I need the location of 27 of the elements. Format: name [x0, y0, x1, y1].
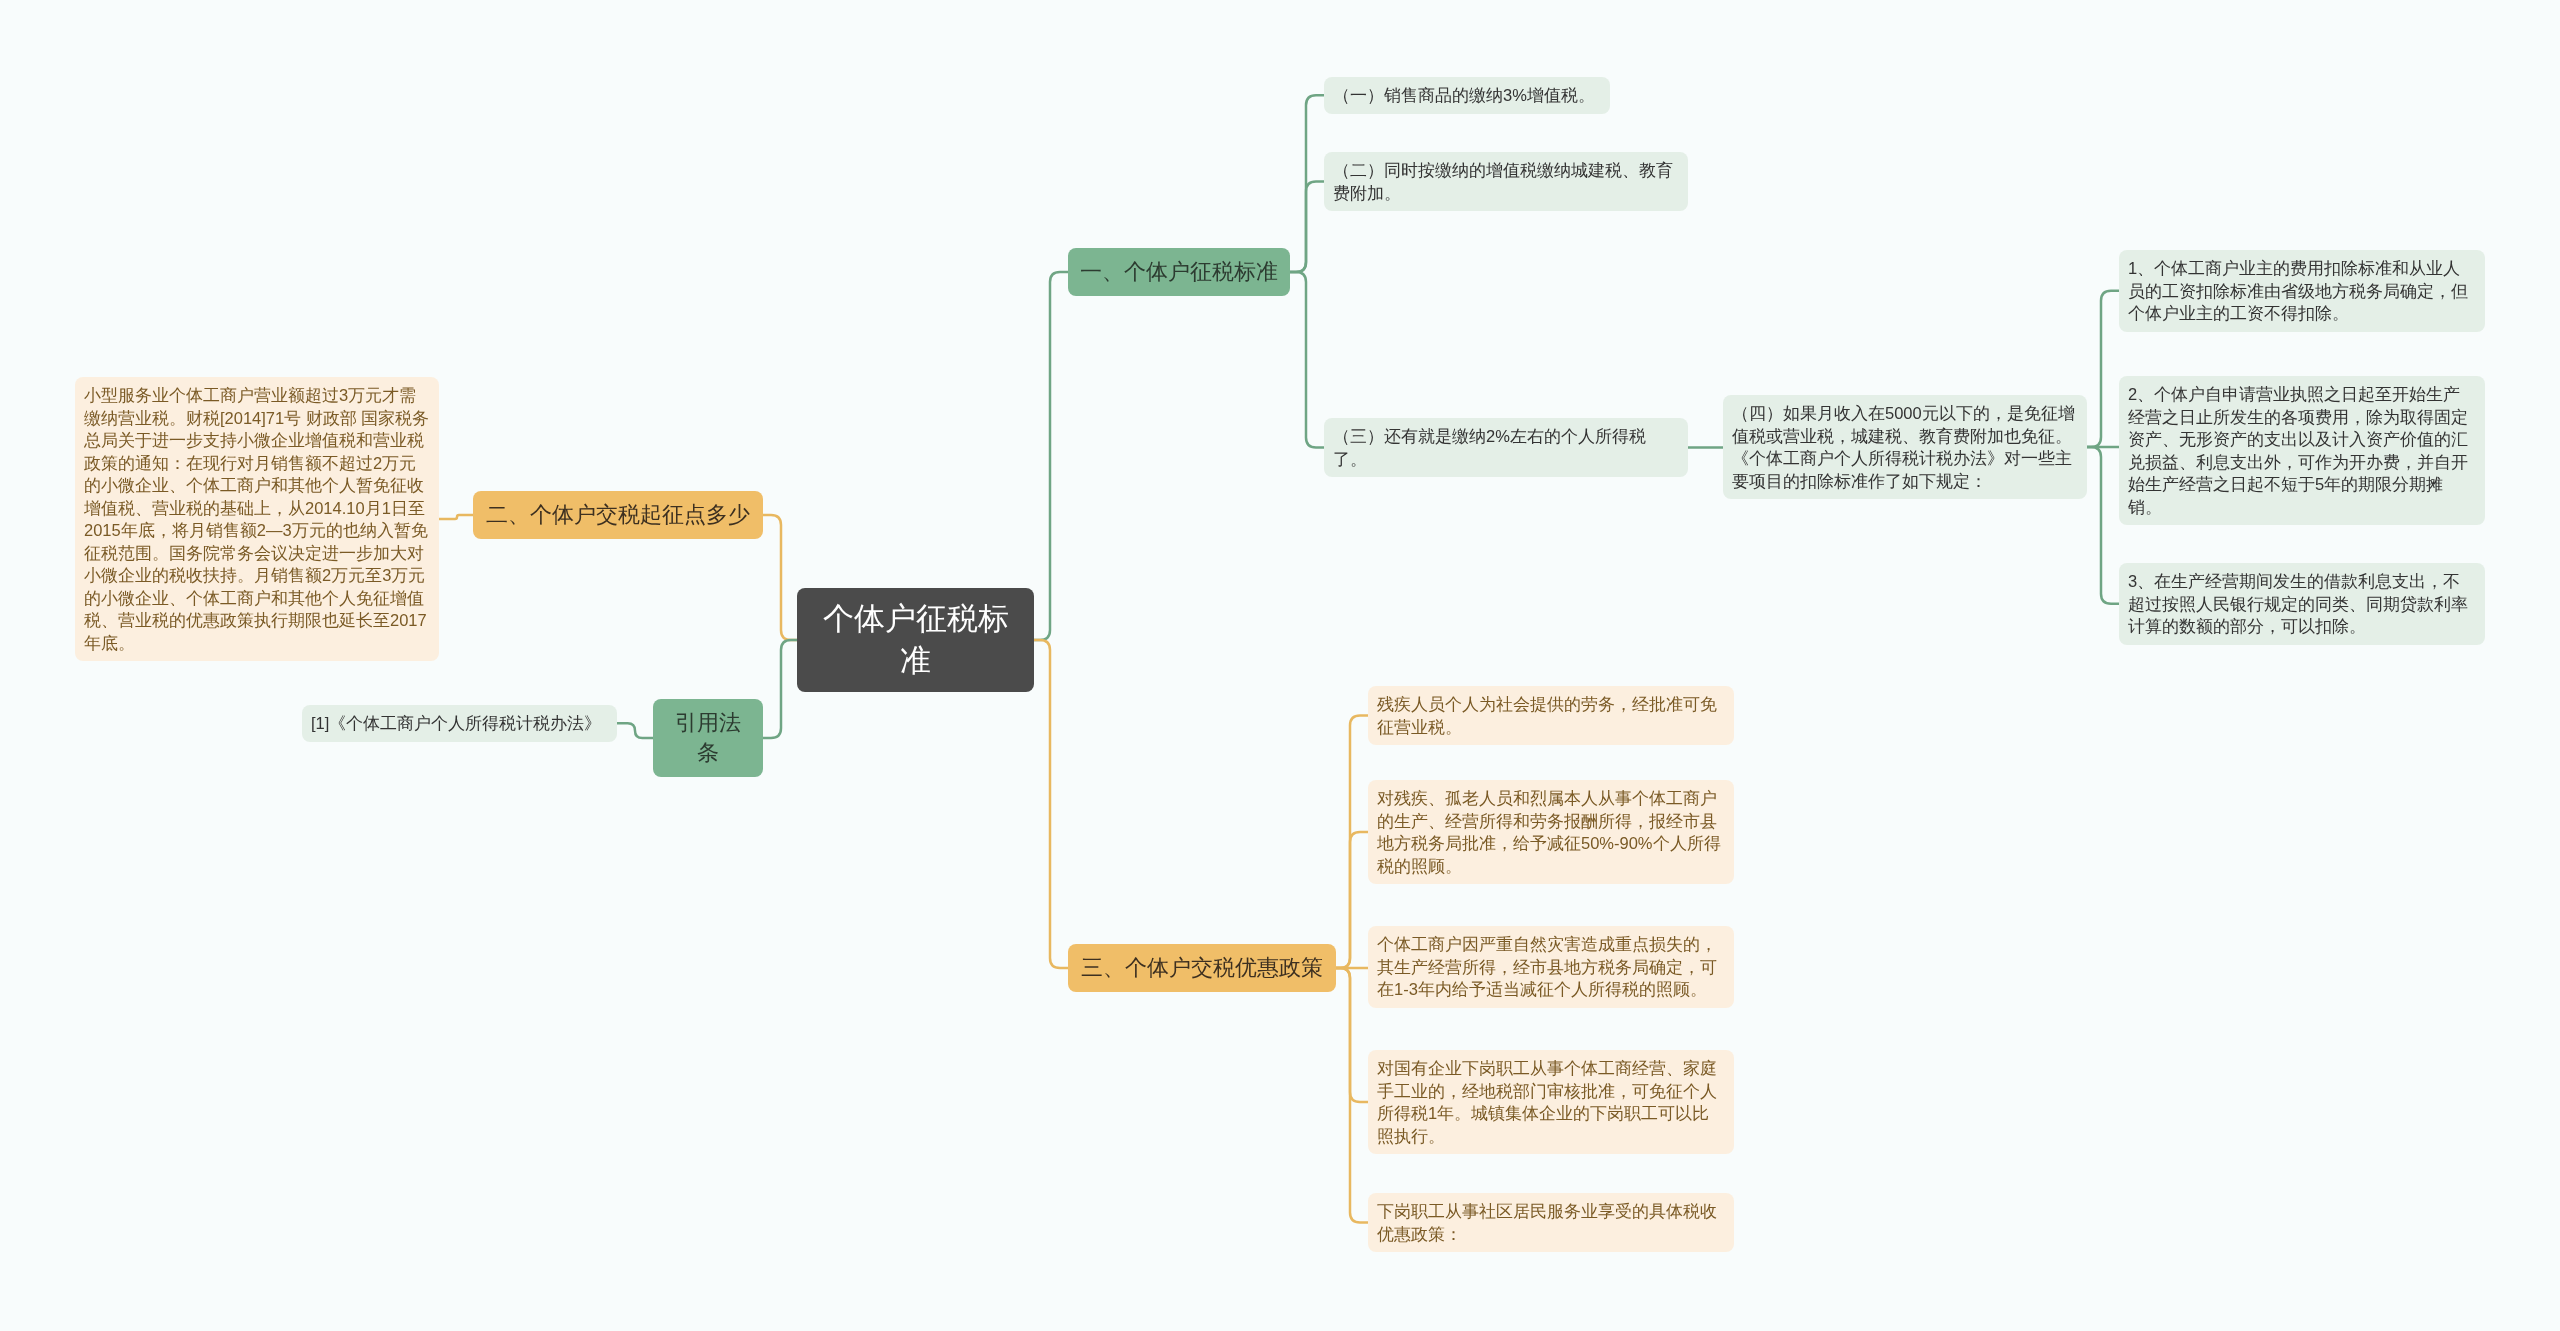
topic-box: 一、个体户征税标准	[1068, 248, 1290, 296]
central-topic-box: 个体户征税标准	[797, 588, 1034, 692]
note-box: （三）还有就是缴纳2%左右的个人所得税了。	[1324, 418, 1688, 477]
note-box: 1、个体工商户业主的费用扣除标准和从业人员的工资扣除标准由省级地方税务局确定，但个体户业主的工资不得扣除。	[2119, 250, 2485, 332]
note-box: 2、个体户自申请营业执照之日起至开始生产经营之日止所发生的各项费用，除为取得固定资产、无形资产的支出以及计入资产价值的汇兑损益、利息支出外，可作为开办费，并自开始生产经营之日起不短于5年的期限分期摊销。	[2119, 376, 2485, 525]
note-box: 对国有企业下岗职工从事个体工商经营、家庭手工业的，经地税部门审核批准，可免征个人所得税1年。城镇集体企业的下岗职工可以比照执行。	[1368, 1050, 1734, 1154]
note-box: （四）如果月收入在5000元以下的，是免征增值税或营业税，城建税、教育费附加也免征。《个体工商户个人所得税计税办法》对一些主要项目的扣除标准作了如下规定：	[1723, 395, 2087, 499]
note-box: [1]《个体工商户个人所得税计税办法》	[302, 705, 617, 742]
connector-line	[439, 513, 473, 521]
note-box: 对残疾、孤老人员和烈属本人从事个体工商户的生产、经营所得和劳务报酬所得，报经市县地方税务局批准，给予减征50%-90%个人所得税的照顾。	[1368, 780, 1734, 884]
connector-line	[1034, 638, 1068, 970]
connector-line	[1688, 446, 1723, 449]
topic-box: 二、个体户交税起征点多少	[473, 491, 763, 539]
note-box: 3、在生产经营期间发生的借款利息支出，不超过按照人民银行规定的同类、同期贷款利率计算的数额的部分，可以扣除。	[2119, 563, 2485, 645]
note-box: 残疾人员个人为社会提供的劳务，经批准可免征营业税。	[1368, 686, 1734, 745]
connector-line	[763, 638, 797, 740]
connector-line	[2087, 445, 2119, 605]
connector-line	[1336, 966, 1368, 1224]
connector-line	[617, 722, 653, 740]
topic-box: 引用法条	[653, 699, 763, 777]
note-box: 个体工商户因严重自然灾害造成重点损失的，其生产经营所得，经市县地方税务局确定，可在1-3年内给予适当减征个人所得税的照顾。	[1368, 926, 1734, 1008]
note-box: 小型服务业个体工商户营业额超过3万元才需缴纳营业税。财税[2014]71号 财政部 国家税务总局关于进一步支持小微企业增值税和营业税政策的通知：在现行对月销售额不超过2万元的小微企业、个体工商户和其他个人暂免征收增值税、营业税的基础上，从2014.10月1日至2015年底，将月销售额2—3万元的也纳入暂免征税范围。国务院常务会议决定进一步加大对小微企业的税收扶持。月销售额2万元至3万元的小微企业、个体工商户和其他个人免征增值税、营业税的优惠政策执行期限也延长至2017年底。	[75, 377, 439, 661]
note-box: （二）同时按缴纳的增值税缴纳城建税、教育费附加。	[1324, 152, 1688, 211]
topic-box: 三、个体户交税优惠政策	[1068, 944, 1336, 992]
note-box: 下岗职工从事社区居民服务业享受的具体税收优惠政策：	[1368, 1193, 1734, 1252]
note-box: （一）销售商品的缴纳3%增值税。	[1324, 77, 1610, 114]
connector-line	[1290, 270, 1324, 449]
